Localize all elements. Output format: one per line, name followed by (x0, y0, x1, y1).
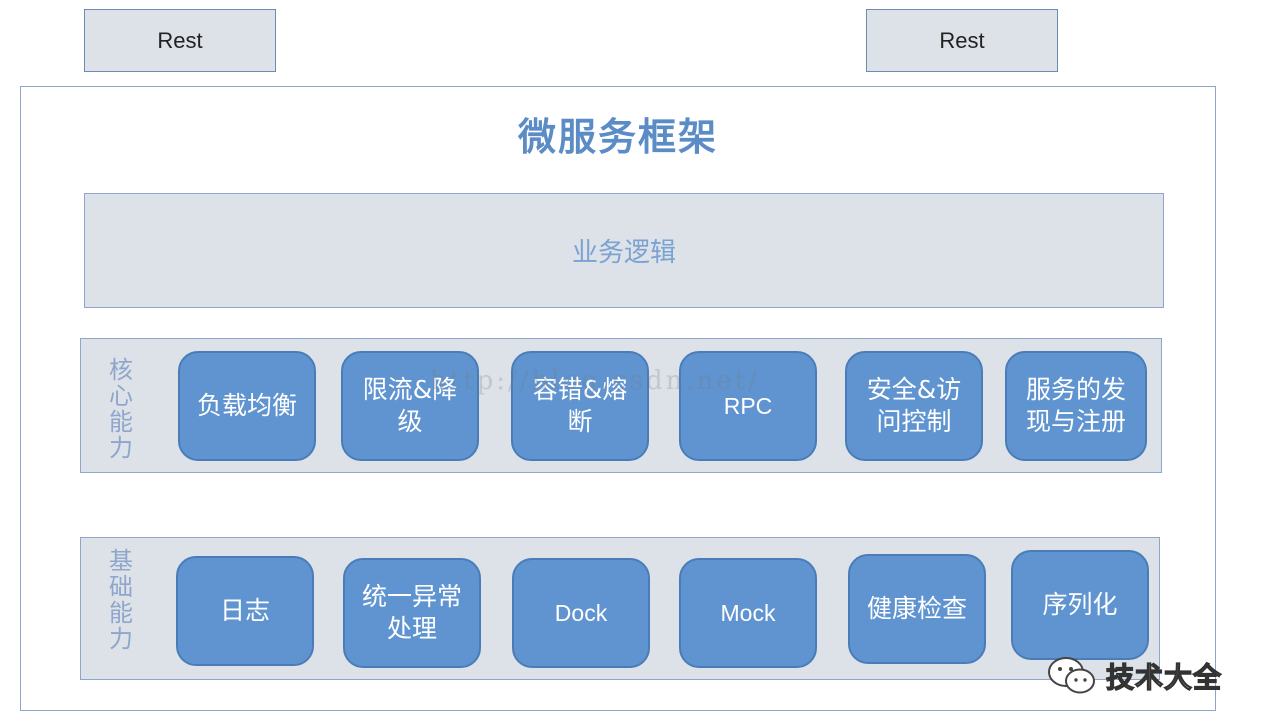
module-fault-tolerance-circuit-break: 容错&熔断 (511, 351, 649, 461)
module-health-check: 健康检查 (848, 554, 986, 664)
module-unified-exception-handling: 统一异常处理 (343, 558, 481, 668)
base-capabilities-layer: 基础能力 日志 统一异常处理 Dock Mock 健康检查 序列化 (80, 537, 1160, 680)
business-logic-layer: 业务逻辑 (84, 193, 1164, 308)
module-security-access-control: 安全&访问控制 (845, 351, 983, 461)
module-load-balancing: 负载均衡 (178, 351, 316, 461)
module-mock: Mock (679, 558, 817, 668)
rest-node-right: Rest (866, 9, 1058, 72)
base-capabilities-label: 基础能力 (109, 547, 133, 653)
module-service-discovery-registration: 服务的发现与注册 (1005, 351, 1147, 461)
module-rate-limit-degrade: 限流&降级 (341, 351, 479, 461)
brand-name: 技术大全 (1105, 660, 1223, 694)
wechat-icon (1046, 654, 1098, 698)
core-capabilities-layer: 核心能力 负载均衡 限流&降级 容错&熔断 RPC 安全&访问控制 服务的发现与… (80, 338, 1162, 473)
watermark-text: http://blog.csdn.net/ (430, 366, 760, 396)
module-dock: Dock (512, 558, 650, 668)
module-serialization: 序列化 (1011, 550, 1149, 660)
module-logging: 日志 (176, 556, 314, 666)
framework-title: 微服务框架 (517, 115, 718, 159)
brand-badge: 技术大全 (1046, 654, 1222, 698)
rest-node-left: Rest (84, 9, 276, 72)
core-capabilities-label: 核心能力 (109, 356, 133, 462)
module-rpc: RPC (679, 351, 817, 461)
